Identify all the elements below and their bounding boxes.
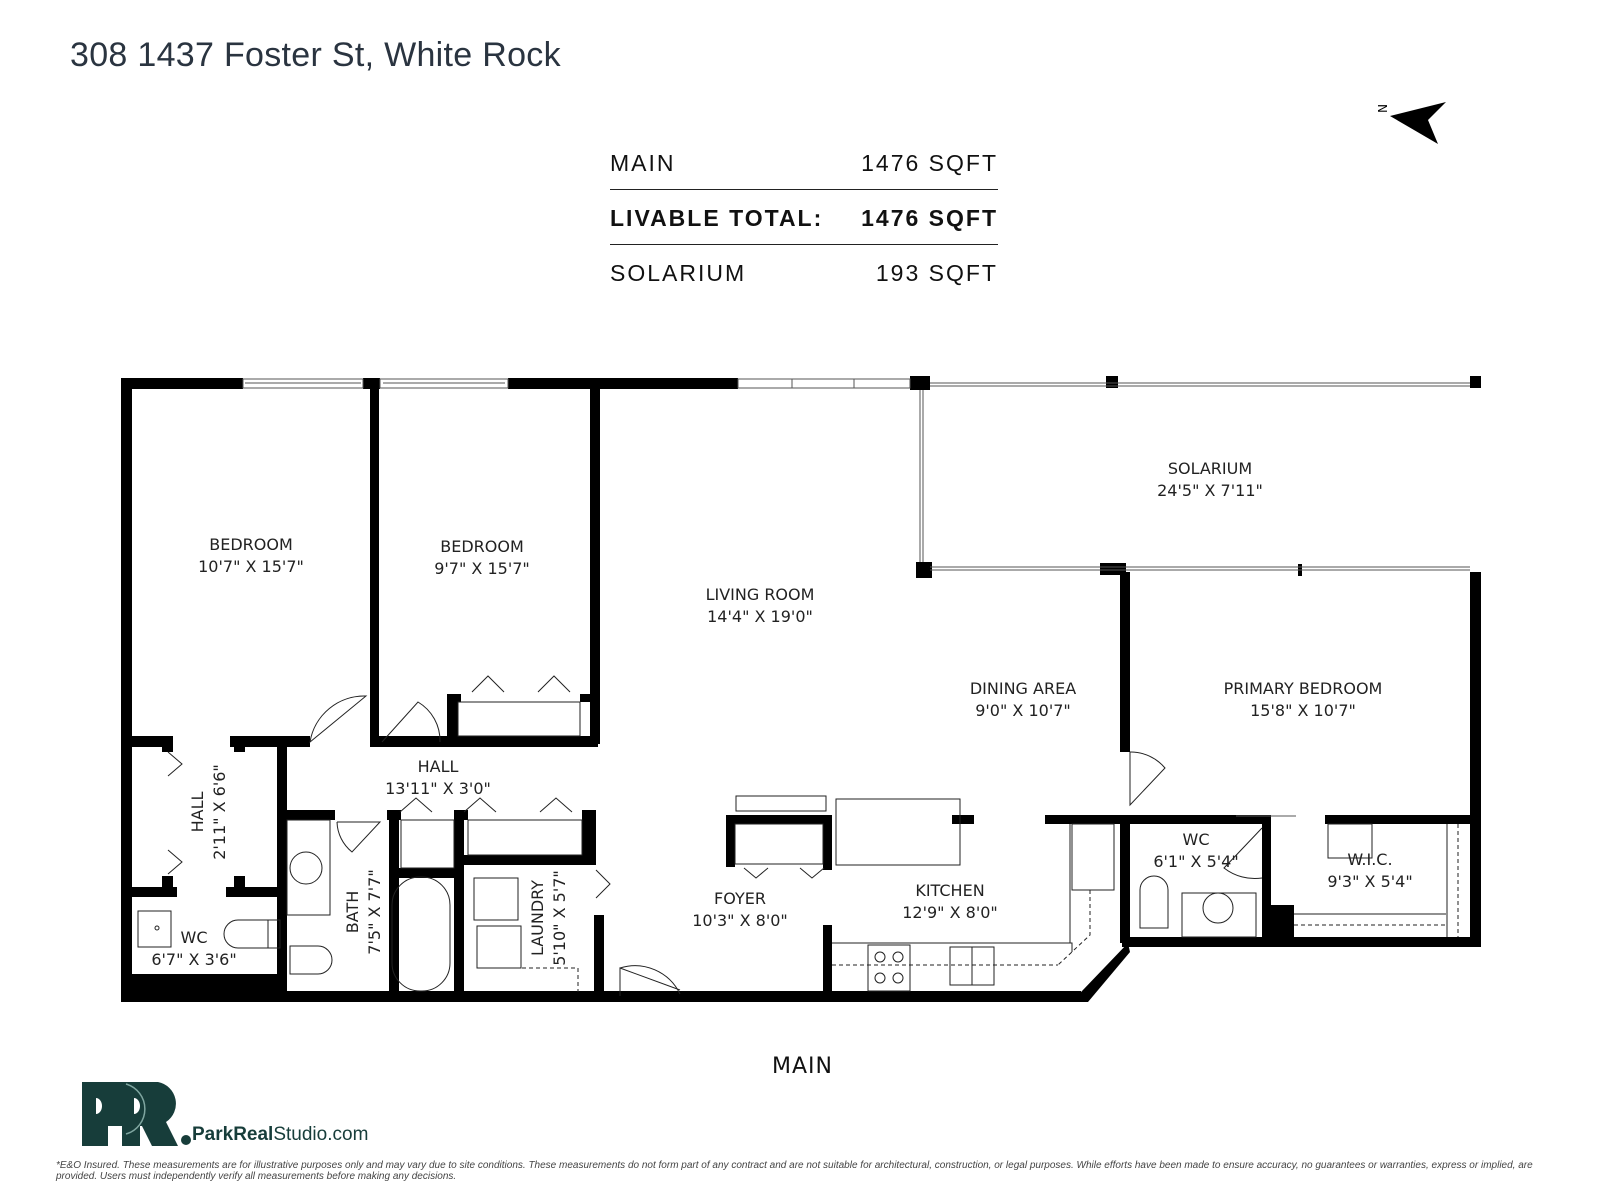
area-row-solarium: SOLARIUM 193 SQFT <box>610 258 998 288</box>
walls <box>121 376 1481 1002</box>
room-name-wc-1: WC <box>181 928 208 947</box>
room-name-laundry: LAUNDRY <box>528 880 547 956</box>
room-dims-hall-side: 2'11" X 6'6" <box>210 764 229 860</box>
brand-name-bold: ParkReal <box>192 1124 274 1145</box>
room-dims-wic: 9'3" X 5'4" <box>1327 872 1412 891</box>
floor-level-label: MAIN <box>772 1054 833 1079</box>
room-dims-kitchen: 12'9" X 8'0" <box>902 903 998 922</box>
divider <box>610 189 998 190</box>
room-name-bedroom-1: BEDROOM <box>209 535 293 554</box>
room-name-bedroom-2: BEDROOM <box>440 537 524 556</box>
area-label: SOLARIUM <box>610 260 747 286</box>
room-name-wc-2: WC <box>1183 830 1210 849</box>
room-dims-bedroom-1: 10'7" X 15'7" <box>198 557 304 576</box>
brand-name: ParkRealStudio.com <box>192 1124 368 1146</box>
area-value: 1476 SQFT <box>861 205 998 231</box>
area-label: LIVABLE TOTAL: <box>610 205 824 231</box>
area-value: 1476 SQFT <box>861 150 998 176</box>
room-name-foyer: FOYER <box>714 889 766 908</box>
disclaimer-text: *E&O Insured. These measurements are for… <box>56 1160 1533 1182</box>
brand-name-regular: Studio.com <box>273 1124 369 1145</box>
room-dims-bedroom-2: 9'7" X 15'7" <box>434 559 530 578</box>
room-dims-primary-bedroom: 15'8" X 10'7" <box>1250 701 1356 720</box>
windows <box>242 378 1470 817</box>
room-dims-foyer: 10'3" X 8'0" <box>692 911 788 930</box>
room-labels: BEDROOM 10'7" X 15'7" BEDROOM 9'7" X 15'… <box>151 459 1412 969</box>
room-dims-solarium: 24'5" X 7'11" <box>1157 481 1263 500</box>
room-name-solarium: SOLARIUM <box>1168 459 1252 478</box>
property-address-title: 308 1437 Foster St, White Rock <box>70 36 561 74</box>
room-name-hall-main: HALL <box>418 757 459 776</box>
room-dims-laundry: 5'10" X 5'7" <box>550 870 569 966</box>
fixtures <box>137 701 1459 992</box>
parkreal-logo-icon <box>82 1082 191 1146</box>
north-arrow-icon: N <box>1375 102 1446 144</box>
room-name-primary-bedroom: PRIMARY BEDROOM <box>1224 679 1383 698</box>
area-row-main: MAIN 1476 SQFT <box>610 148 998 178</box>
area-summary-table: MAIN 1476 SQFT LIVABLE TOTAL: 1476 SQFT … <box>610 148 998 288</box>
room-dims-dining-area: 9'0" X 10'7" <box>975 701 1071 720</box>
area-value: 193 SQFT <box>875 260 998 286</box>
room-dims-wc-2: 6'1" X 5'4" <box>1153 852 1238 871</box>
room-name-bath: BATH <box>343 891 362 933</box>
room-name-hall-side: HALL <box>188 792 207 833</box>
doors <box>167 675 1263 996</box>
room-name-kitchen: KITCHEN <box>915 881 984 900</box>
divider <box>610 244 998 245</box>
area-label: MAIN <box>610 150 676 176</box>
room-name-living-room: LIVING ROOM <box>706 585 815 604</box>
north-label: N <box>1375 104 1389 113</box>
room-name-wic: W.I.C. <box>1347 850 1392 869</box>
room-dims-hall-main: 13'11" X 3'0" <box>385 779 491 798</box>
room-dims-bath: 7'5" X 7'7" <box>365 869 384 954</box>
room-name-dining-area: DINING AREA <box>970 679 1076 698</box>
area-row-livable-total: LIVABLE TOTAL: 1476 SQFT <box>610 203 998 233</box>
room-dims-wc-1: 6'7" X 3'6" <box>151 950 236 969</box>
room-dims-living-room: 14'4" X 19'0" <box>707 607 813 626</box>
